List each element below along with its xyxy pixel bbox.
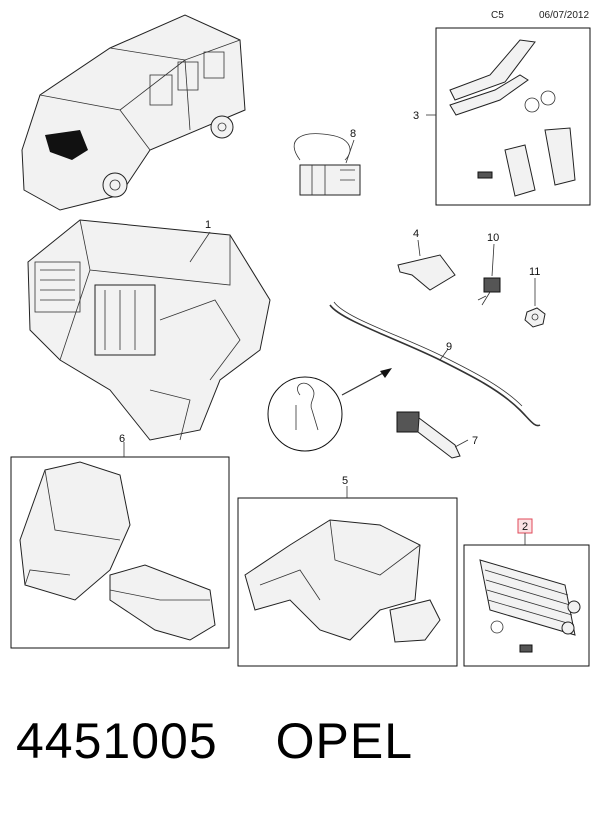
brand-name: OPEL — [275, 713, 414, 769]
diagram-date: 06/07/2012 — [539, 10, 590, 21]
part-5-duct-assembly — [244, 519, 441, 643]
part-9-cable — [329, 301, 541, 427]
part-10-screw — [477, 277, 501, 306]
part-6-box — [10, 456, 230, 649]
parts-diagram: 1 8 3 4 10 11 9 — [10, 14, 591, 667]
callout-9: 9 — [446, 341, 452, 353]
part-number: 4451005 — [16, 713, 218, 769]
part-11-nut — [524, 307, 546, 328]
callout-8: 8 — [350, 128, 356, 140]
callout-4: 4 — [413, 228, 419, 240]
part-8-connector — [293, 133, 361, 196]
callout-7: 7 — [472, 435, 478, 447]
callout-3: 3 — [413, 110, 419, 122]
detail-arrow — [380, 368, 392, 378]
callout-2: 2 — [522, 521, 528, 533]
callout-6: 6 — [119, 433, 125, 445]
sheet-code: C5 — [491, 10, 504, 21]
part-2-heater-core — [479, 559, 581, 653]
part-5-box — [237, 497, 458, 667]
part-3-box — [435, 27, 591, 206]
callout-5: 5 — [342, 475, 348, 487]
van-illustration — [21, 14, 246, 211]
part-7-sensor — [396, 411, 461, 459]
part-3-pipes — [449, 39, 576, 197]
callout-11: 11 — [529, 266, 540, 278]
callout-1: 1 — [205, 219, 211, 231]
part-label: 4451005 OPEL — [16, 712, 413, 770]
part-6-air-ducts — [19, 461, 216, 641]
callout-10: 10 — [487, 232, 499, 244]
part-4-bracket — [397, 254, 456, 291]
part-2-box — [463, 544, 590, 667]
clip-detail-view — [267, 376, 343, 452]
part-1-heater-housing — [27, 219, 271, 441]
